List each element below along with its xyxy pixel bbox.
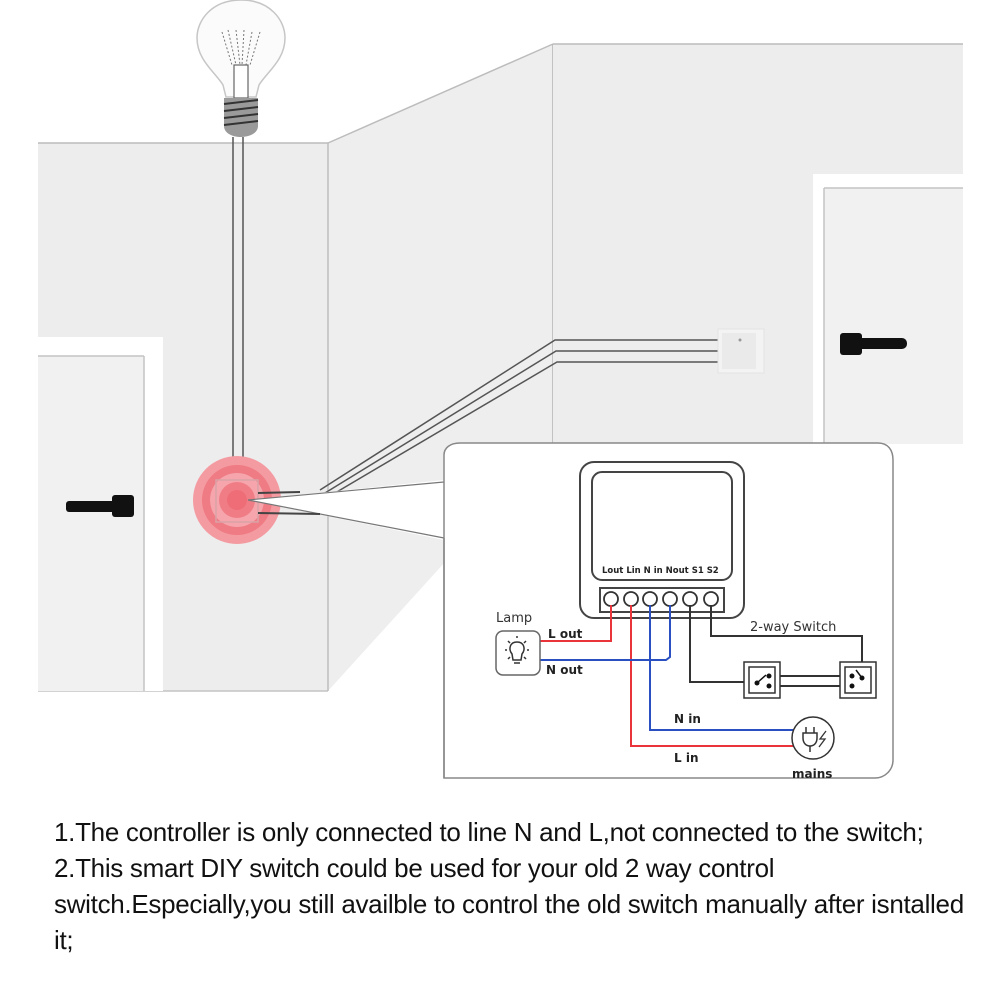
note-1: 1.The controller is only connected to li… — [54, 817, 924, 847]
wire-l-in — [630, 605, 794, 747]
plug-icon[interactable] — [791, 716, 835, 760]
terminal-s2 — [703, 591, 719, 607]
wire-s1 — [689, 605, 756, 683]
right-door — [813, 174, 963, 444]
l-out-label: L out — [548, 627, 583, 641]
wire-l-out — [540, 605, 612, 642]
door-handle-icon[interactable] — [840, 333, 907, 355]
wire-s2 — [710, 605, 863, 676]
two-way-switch-icon[interactable] — [743, 661, 781, 699]
terminal-labels: Lout Lin N in Nout S1 S2 — [602, 566, 719, 576]
callout-pointer — [247, 480, 445, 540]
left-door — [38, 337, 163, 691]
wire-n-out — [540, 605, 671, 661]
wire-n-in — [649, 605, 794, 731]
n-in-label: N in — [674, 712, 701, 726]
note-2: 2.This smart DIY switch could be used fo… — [54, 853, 964, 955]
switch-wires — [319, 339, 720, 497]
two-way-switch-icon[interactable] — [839, 661, 877, 699]
n-out-label: N out — [546, 663, 583, 677]
installation-notes: 1.The controller is only connected to li… — [54, 814, 974, 958]
lamp-icon[interactable] — [495, 630, 541, 676]
terminal-lin — [623, 591, 639, 607]
two-way-switch-label: 2-way Switch — [750, 620, 836, 635]
terminal-lout — [603, 591, 619, 607]
smart-switch-module[interactable]: Lout Lin N in Nout S1 S2 — [579, 461, 745, 619]
controller-location-highlight — [193, 456, 281, 544]
light-bulb-icon — [196, 0, 286, 137]
door-handle-icon[interactable] — [66, 495, 134, 517]
lamp-label: Lamp — [496, 611, 532, 626]
ceiling-wires — [232, 137, 244, 490]
wall-switch[interactable] — [717, 328, 765, 374]
terminal-nout — [662, 591, 678, 607]
terminal-s1 — [682, 591, 698, 607]
l-in-label: L in — [674, 751, 698, 765]
wiring-scene: Lout Lin N in Nout S1 S2 Lamp L out N ou… — [38, 0, 963, 781]
mains-label: mains — [792, 767, 832, 781]
terminal-nin — [642, 591, 658, 607]
